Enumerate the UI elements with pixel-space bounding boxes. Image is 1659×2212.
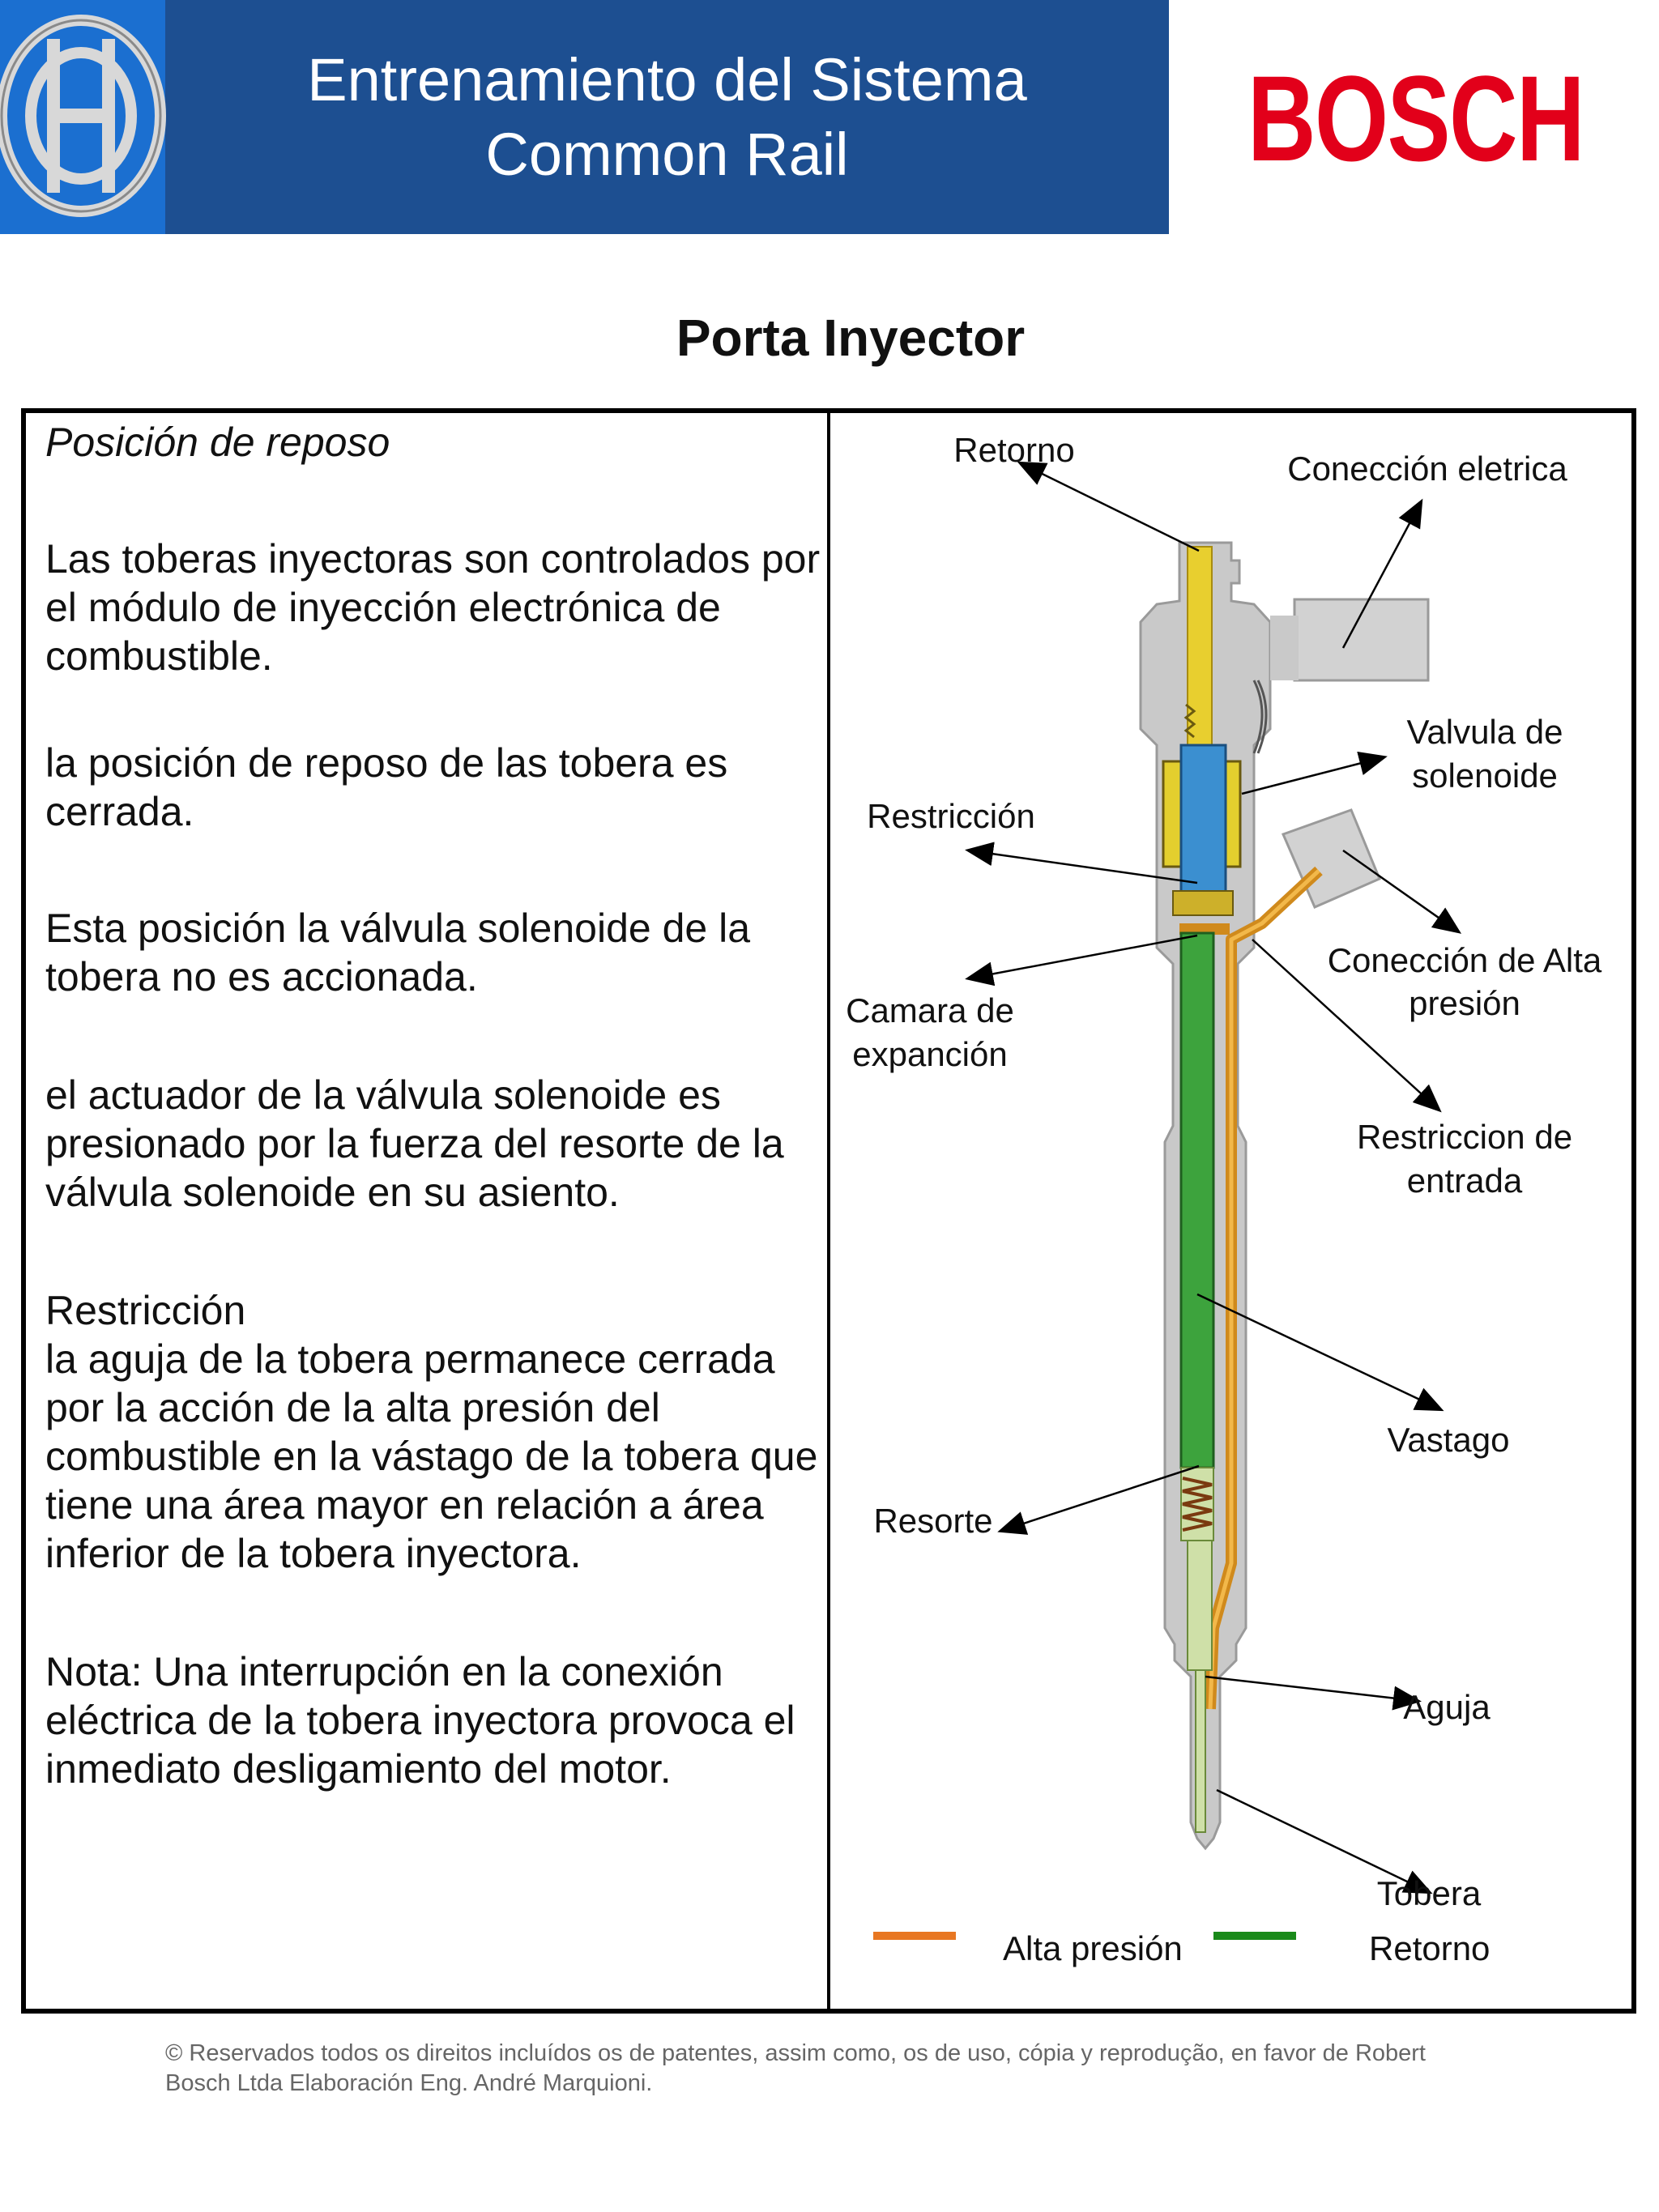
label-camara-line1: Camara de [846,991,1014,1029]
label-restriccion: Restricción [867,797,1035,835]
legend-label-alta-presion: Alta presión [1003,1929,1183,1967]
footer-line2: Bosch Ltda Elaboración Eng. André Marqui… [165,2070,653,2096]
paragraph-2: la posición de reposo de las tobera es c… [45,740,728,834]
section-subtitle: Posición de reposo [45,420,390,465]
leader-lines [965,461,1462,1894]
bosch-logo: BOSCH [1247,57,1585,178]
label-conexion-alta-line2: presión [1409,984,1520,1022]
header-title-line1: Entrenamiento del Sistema [307,45,1027,113]
page-title: Porta Inyector [676,309,1026,367]
control-plunger [1179,931,1215,1469]
solenoid-valve [1162,680,1268,916]
label-retorno: Retorno [953,431,1074,469]
header-title: Entrenamiento del Sistema Common Rail [165,0,1169,234]
label-restriccion-entrada-line2: entrada [1407,1161,1523,1200]
copyright-footer: © Reservados todos os direitos incluídos… [165,2039,1542,2099]
header-band [0,0,1169,234]
description-column: Posición de reposo Las toberas inyectora… [45,418,823,1793]
label-conexion-alta-line1: Conección de Alta [1328,941,1602,979]
header-title-line2: Common Rail [485,120,849,188]
label-valvula-line1: Valvula de [1406,713,1563,751]
label-aguja: Aguja [1403,1688,1491,1726]
nozzle-spring [1180,1467,1214,1541]
label-resorte: Resorte [873,1502,992,1540]
column-divider [827,408,830,2014]
injector-diagram: Retorno Conección eletrica Valvula de so… [846,431,1602,1967]
bosch-armature-icon [0,15,166,217]
legend: Alta presión Retorno [873,1929,1490,1967]
label-restriccion-entrada-line1: Restriccion de [1357,1118,1572,1156]
paragraph-4: el actuador de la válvula solenoide es p… [45,1072,784,1215]
legend-label-retorno: Retorno [1369,1929,1490,1967]
label-camara-line2: expanción [852,1035,1007,1073]
label-vastago: Vastago [1388,1421,1510,1459]
label-tobera: Tobera [1377,1874,1482,1912]
paragraph-5-heading: Restricción [45,1288,246,1333]
paragraph-3: Esta posición la válvula solenoide de la… [45,906,750,999]
brand-text: BOSCH [1247,57,1584,178]
paragraph-6-note: Nota: Una interrupción en la conexión el… [45,1649,795,1792]
label-conexion-electrica: Conección eletrica [1287,450,1567,488]
label-valvula-line2: solenoide [1412,757,1558,795]
paragraph-5-body: la aguja de la tobera permanece cerrada … [45,1336,818,1576]
nozzle-needle [1187,1540,1213,1671]
paragraph-1: Las toberas inyectoras son controlados p… [45,536,821,679]
footer-line1: © Reservados todos os direitos incluídos… [165,2040,1426,2066]
